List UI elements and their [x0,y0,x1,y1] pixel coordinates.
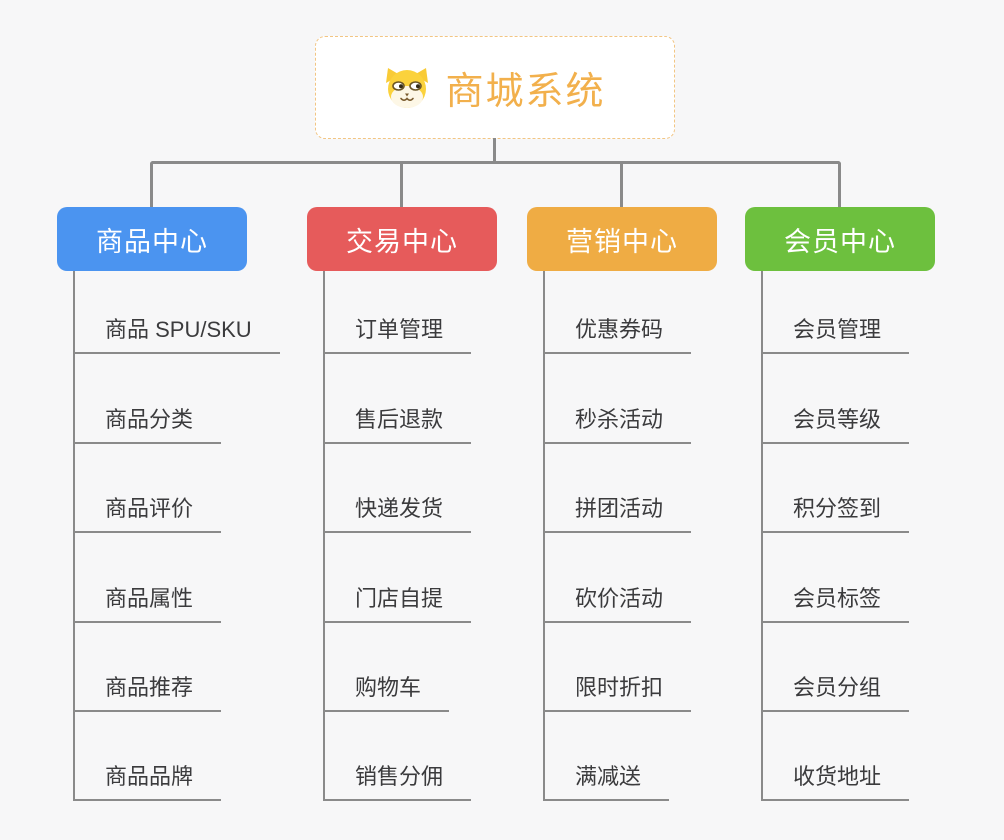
mindmap-item[interactable]: 秒杀活动 [543,406,692,444]
mindmap-item[interactable]: 商品属性 [73,585,222,623]
mindmap-item[interactable]: 会员分组 [761,674,910,712]
mindmap-item[interactable]: 积分签到 [761,495,910,533]
branch-child-line [761,271,763,801]
branch-column-products: 商品中心 商品 SPU/SKU 商品分类 商品评价 商品属性 商品推荐 商品品牌 [57,207,317,827]
mindmap-item[interactable]: 售后退款 [323,406,472,444]
branch-drop-line [620,161,623,207]
mindmap-item[interactable]: 会员等级 [761,406,910,444]
root-node[interactable]: 商城系统 [315,36,675,139]
mindmap-item[interactable]: 购物车 [323,674,450,712]
mindmap-item[interactable]: 拼团活动 [543,495,692,533]
dog-face-icon [386,67,429,108]
branch-drop-line [400,161,403,207]
mindmap-item[interactable]: 商品推荐 [73,674,222,712]
branch-child-line [323,271,325,801]
mindmap-item[interactable]: 会员管理 [761,316,910,354]
mindmap-item[interactable]: 满减送 [543,763,670,801]
mindmap-item[interactable]: 门店自提 [323,585,472,623]
branch-node-trade[interactable]: 交易中心 [307,207,497,271]
branch-column-marketing: 营销中心 优惠券码 秒杀活动 拼团活动 砍价活动 限时折扣 满减送 [527,207,787,827]
mindmap-item[interactable]: 销售分佣 [323,763,472,801]
root-stem-line [493,138,496,163]
branch-child-line [73,271,75,801]
branch-node-marketing[interactable]: 营销中心 [527,207,717,271]
branch-node-members[interactable]: 会员中心 [745,207,935,271]
mindmap-item[interactable]: 收货地址 [761,763,910,801]
mindmap-item[interactable]: 限时折扣 [543,674,692,712]
mindmap-item[interactable]: 商品分类 [73,406,222,444]
mindmap-item[interactable]: 快递发货 [323,495,472,533]
mindmap-item[interactable]: 订单管理 [323,316,472,354]
branch-column-trade: 交易中心 订单管理 售后退款 快递发货 门店自提 购物车 销售分佣 [307,207,567,827]
root-title: 商城系统 [445,71,606,113]
mindmap-item[interactable]: 会员标签 [761,585,910,623]
branch-node-products[interactable]: 商品中心 [57,207,247,271]
mindmap-item[interactable]: 优惠券码 [543,316,692,354]
mindmap-item[interactable]: 商品评价 [73,495,222,533]
mindmap-item[interactable]: 商品 SPU/SKU [73,316,280,354]
branch-connector-line [150,161,841,207]
mindmap-item[interactable]: 砍价活动 [543,585,692,623]
mindmap-item[interactable]: 商品品牌 [73,763,222,801]
branch-column-members: 会员中心 会员管理 会员等级 积分签到 会员标签 会员分组 收货地址 [745,207,1004,827]
branch-child-line [543,271,545,801]
